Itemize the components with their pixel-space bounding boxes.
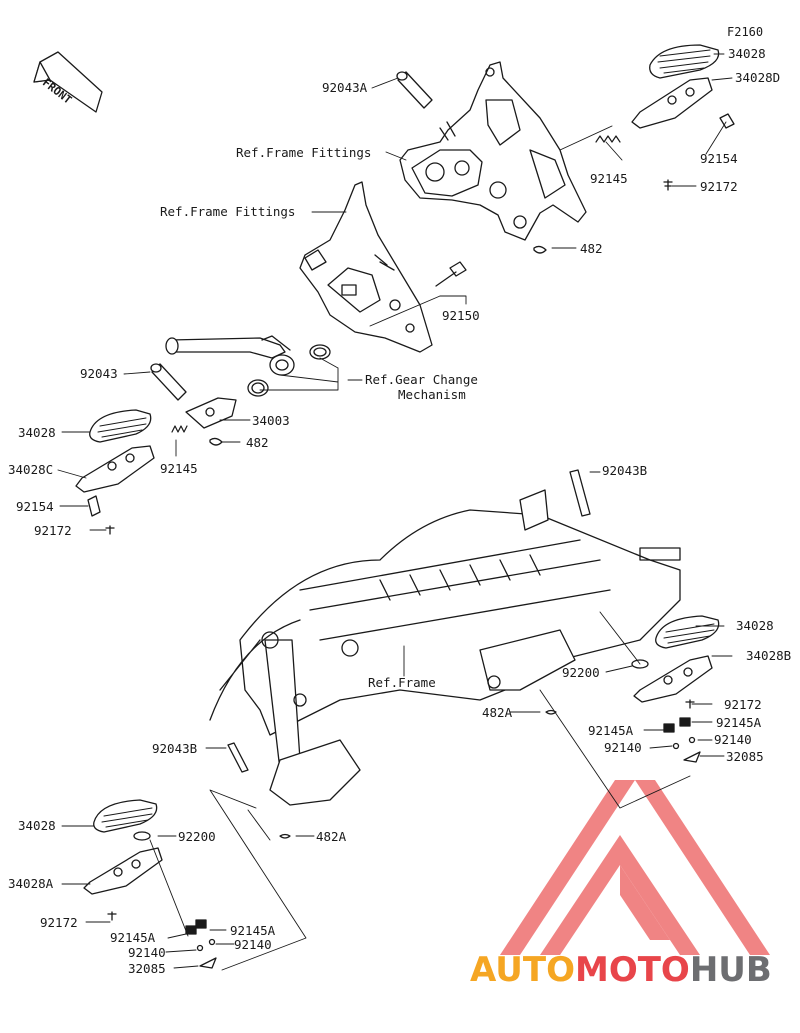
- watermark-moto: MOTO: [574, 950, 690, 990]
- label-ref-frame-fittings-2: Ref.Frame Fittings: [160, 204, 296, 219]
- label-92172-left: 92172: [34, 523, 72, 538]
- clip-482A-bottom: [279, 833, 291, 839]
- label-92043B-bottom: 92043B: [152, 741, 198, 756]
- label-482A-right: 482A: [482, 705, 513, 720]
- label-92145-top-right: 92145: [590, 171, 628, 186]
- pin-92043: [150, 363, 187, 401]
- label-92140-right-2: 92140: [714, 732, 752, 747]
- label-92200-right: 92200: [562, 665, 600, 680]
- clip-482A-right: [545, 709, 557, 715]
- label-92145A-bottom-left-1: 92145A: [110, 930, 156, 945]
- label-34028-left: 34028: [18, 425, 56, 440]
- label-92154-top-right: 92154: [700, 151, 738, 166]
- label-92140-bottom-left-1: 92140: [128, 945, 166, 960]
- label-92043: 92043: [80, 366, 118, 381]
- clip-482-left: [209, 437, 223, 446]
- label-92145A-right-1: 92145A: [588, 723, 634, 738]
- label-92043B-top: 92043B: [602, 463, 648, 478]
- figure-code: F2160: [727, 25, 764, 39]
- label-34028-top-right: 34028: [728, 46, 766, 61]
- label-32085-right: 32085: [726, 749, 764, 764]
- label-92140-bottom-left-2: 92140: [234, 937, 272, 952]
- upper-bracket: [399, 61, 587, 241]
- spring-92145-top: [595, 135, 621, 143]
- label-482A-bottom-left: 482A: [316, 829, 347, 844]
- label-92140-right-1: 92140: [604, 740, 642, 755]
- bolt-92150: [435, 261, 467, 287]
- front-arrow-icon: [33, 51, 103, 113]
- label-34003: 34003: [252, 413, 290, 428]
- label-482-left: 482: [246, 435, 269, 450]
- pin-92043B-bottom: [227, 742, 249, 773]
- watermark-hub: HUB: [689, 950, 772, 990]
- label-ref-gear-change-2: Mechanism: [398, 387, 466, 402]
- clip-482-top: [533, 245, 547, 254]
- label-92043A: 92043A: [322, 80, 368, 95]
- label-92145A-right-2: 92145A: [716, 715, 762, 730]
- footpeg-bottom-left: [83, 799, 217, 969]
- label-34028-bottom-left: 34028: [18, 818, 56, 833]
- watermark-auto: AUTO: [470, 950, 575, 990]
- main-frame: [209, 489, 681, 806]
- holder-34003: [185, 397, 237, 429]
- label-ref-frame: Ref.Frame: [368, 675, 436, 690]
- label-34028A: 34028A: [8, 876, 54, 891]
- label-92200-bottom-left: 92200: [178, 829, 216, 844]
- mid-bracket: [299, 181, 433, 353]
- watermark-text: AUTOMOTOHUB: [470, 952, 772, 988]
- label-482-top-right: 482: [580, 241, 603, 256]
- label-92150: 92150: [442, 308, 480, 323]
- footpeg-right: [631, 615, 720, 763]
- footpeg-left: [75, 409, 155, 535]
- label-34028-right: 34028: [736, 618, 774, 633]
- pin-92043A: [396, 71, 433, 109]
- label-ref-frame-fittings-1: Ref.Frame Fittings: [236, 145, 372, 160]
- label-92172-right: 92172: [724, 697, 762, 712]
- label-34028B: 34028B: [746, 648, 792, 663]
- label-92145-left: 92145: [160, 461, 198, 476]
- label-92154-left: 92154: [16, 499, 54, 514]
- gear-pedal: [165, 335, 295, 376]
- label-92145A-bottom-left-2: 92145A: [230, 923, 276, 938]
- watermark-logo-icon: [500, 780, 770, 955]
- label-34028C: 34028C: [8, 462, 54, 477]
- footpeg-top-right: [631, 44, 735, 191]
- label-ref-gear-change-1: Ref.Gear Change: [365, 372, 478, 387]
- label-92172-bottom-left: 92172: [40, 915, 78, 930]
- label-34028D: 34028D: [735, 70, 781, 85]
- spring-92145-left: [171, 425, 188, 433]
- label-32085-bottom-left: 32085: [128, 961, 166, 976]
- label-92172-top-right: 92172: [700, 179, 738, 194]
- pin-92043B-top: [569, 469, 591, 517]
